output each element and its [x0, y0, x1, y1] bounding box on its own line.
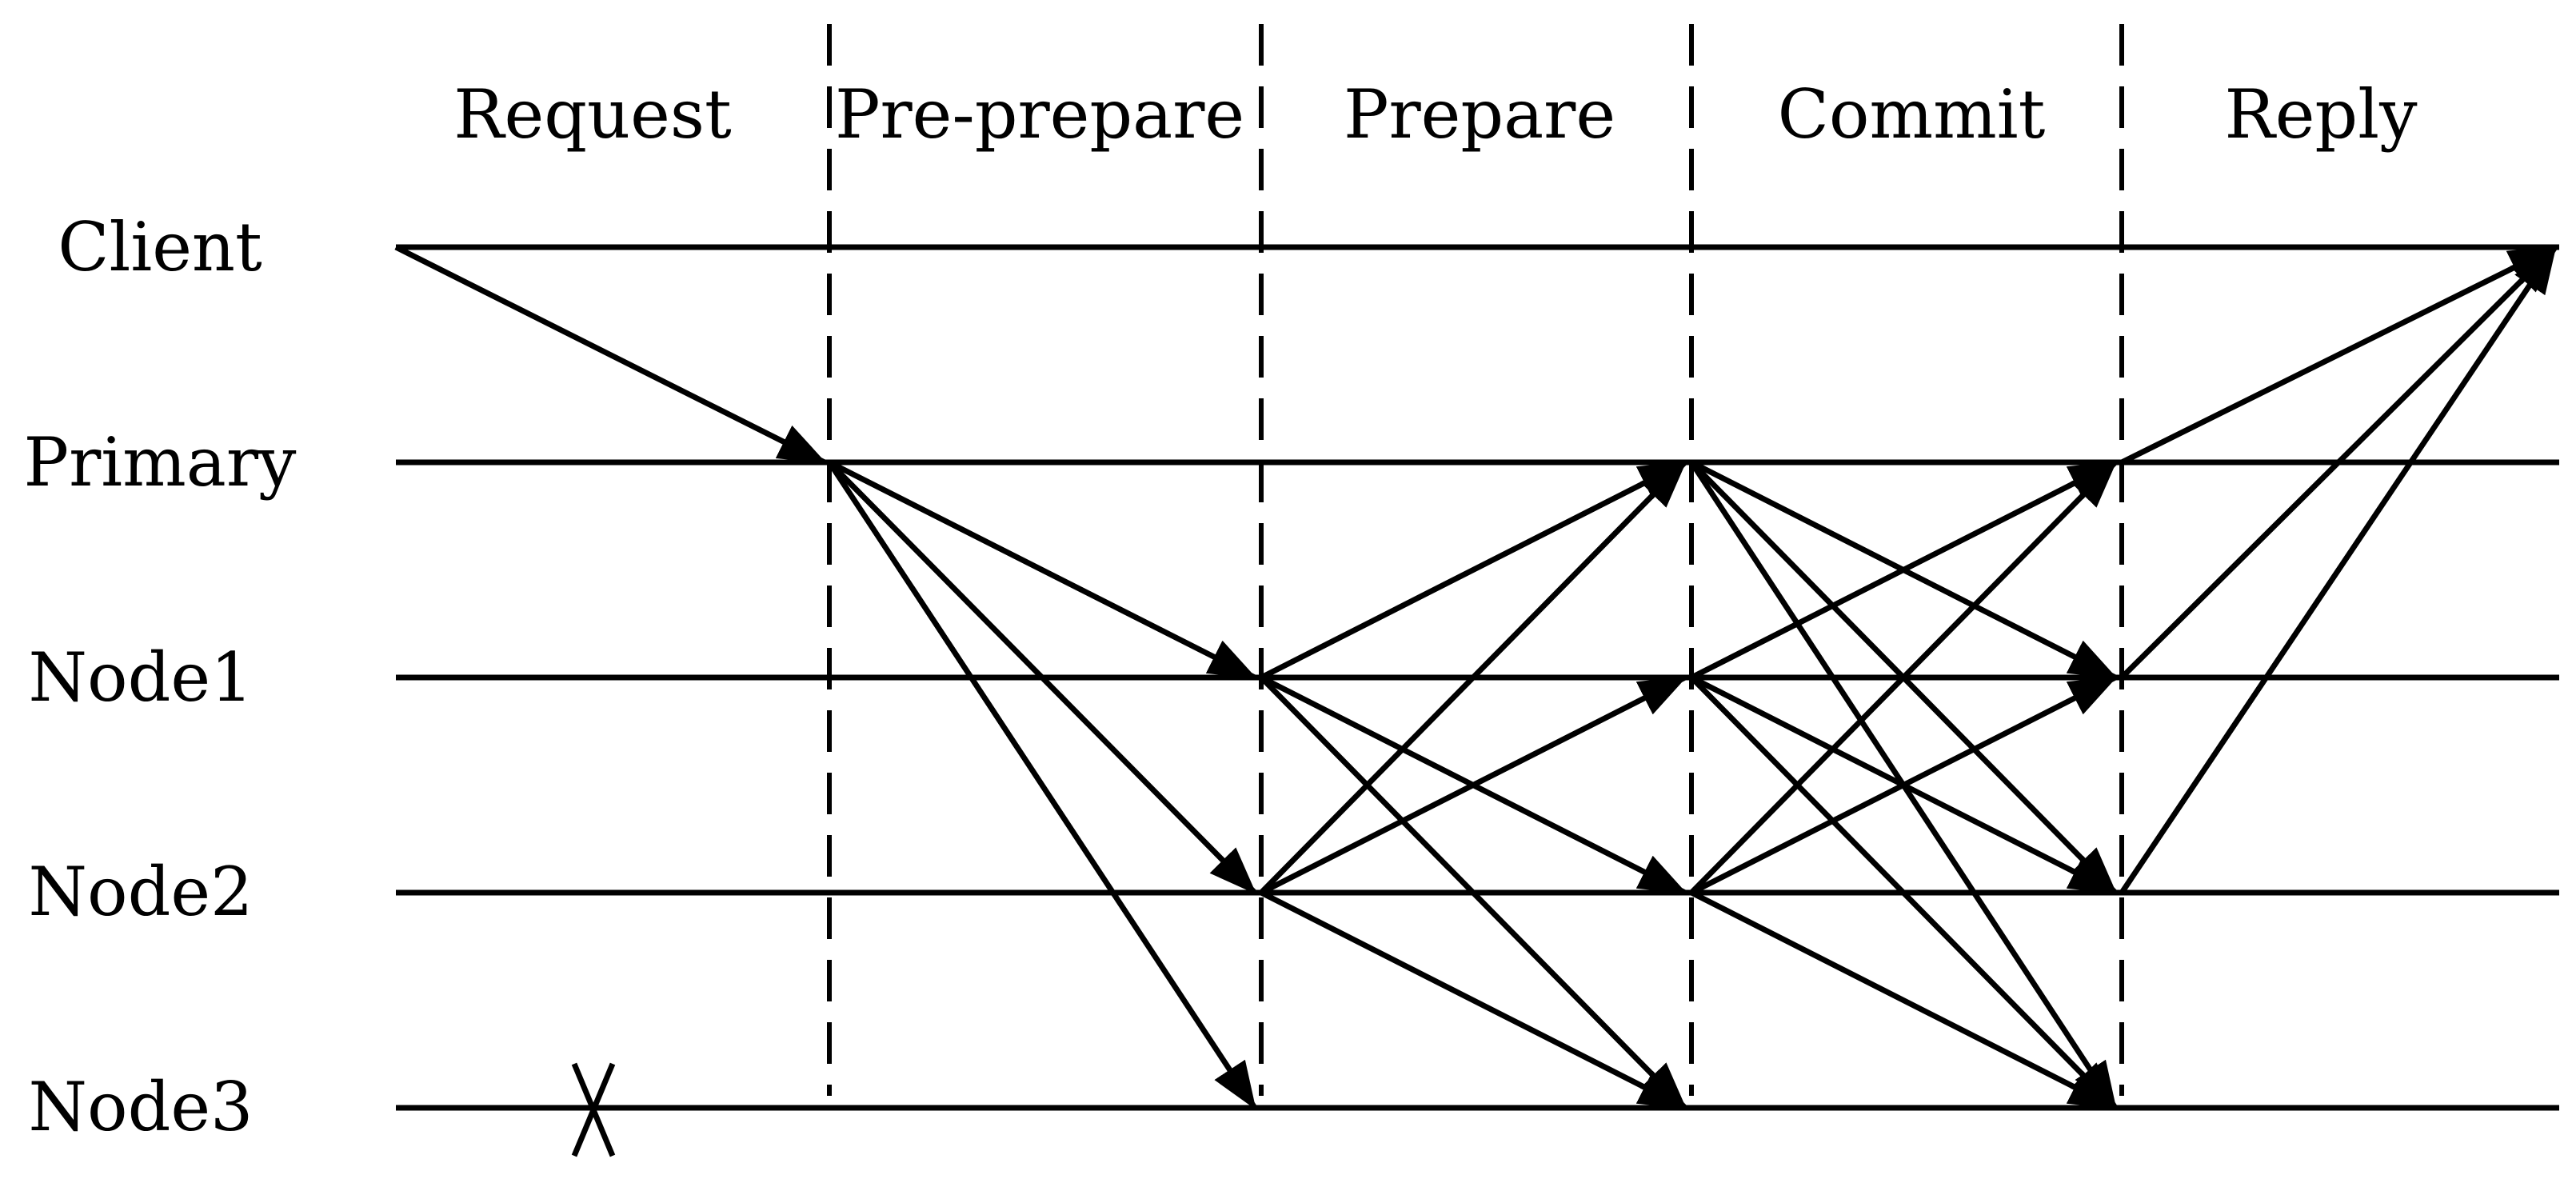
- phase-label-reply: Reply: [2224, 75, 2418, 154]
- node-label-node1: Node1: [29, 638, 254, 717]
- message-arrow-commit-node2-to-primary: [1689, 460, 2118, 895]
- message-arrow-prepare-node2-to-node3: [1260, 889, 1687, 1111]
- phase-label-commit: Commit: [1778, 75, 2046, 154]
- message-arrow-prepare-node1-to-node3: [1259, 675, 1687, 1110]
- message-arrow-commit-node1-to-primary: [1690, 459, 2118, 681]
- message-arrow-reply-node1-to-client: [2119, 245, 2558, 680]
- message-arrow-commit-node2-to-node3: [1690, 889, 2118, 1111]
- node3-failure-x-icon: [571, 1062, 616, 1157]
- node-label-primary: Primary: [24, 423, 297, 502]
- message-arrow-reply-node2-to-client: [2119, 245, 2558, 894]
- failure-x-stroke-2: [571, 1062, 616, 1157]
- phase-label-prepare: Prepare: [1344, 75, 1615, 154]
- message-arrow-reply-primary-to-client: [2120, 244, 2558, 466]
- timelines: [396, 244, 2559, 1111]
- message-arrow-prepare-node1-to-primary: [1260, 459, 1687, 681]
- phase-label-pre-prepare: Pre-prepare: [835, 75, 1244, 154]
- node-label-node2: Node2: [29, 853, 254, 931]
- node-label-node3: Node3: [29, 1068, 254, 1146]
- node-labels: Client Primary Node1 Node2 Node3: [24, 208, 297, 1146]
- message-arrow-prepare-node2-to-primary: [1259, 460, 1687, 895]
- node-label-client: Client: [58, 208, 262, 286]
- message-arrow-pre-prepare-primary-to-node2: [827, 460, 1257, 895]
- message-arrow-request-client-to-primary: [394, 244, 827, 466]
- message-arrow-pre-prepare-primary-to-node3: [827, 461, 1257, 1110]
- message-arrow-pre-prepare-primary-to-node1: [828, 459, 1257, 681]
- message-arrow-commit-node2-to-node1: [1690, 674, 2118, 896]
- message-arrow-commit-node1-to-node3: [1689, 675, 2118, 1110]
- phase-label-request: Request: [453, 75, 732, 154]
- message-arrow-prepare-node2-to-node1: [1260, 674, 1687, 896]
- phase-labels: Request Pre-prepare Prepare Commit Reply: [453, 75, 2418, 154]
- message-arrows: [394, 244, 2558, 1111]
- phase-dividers: [827, 24, 2124, 1096]
